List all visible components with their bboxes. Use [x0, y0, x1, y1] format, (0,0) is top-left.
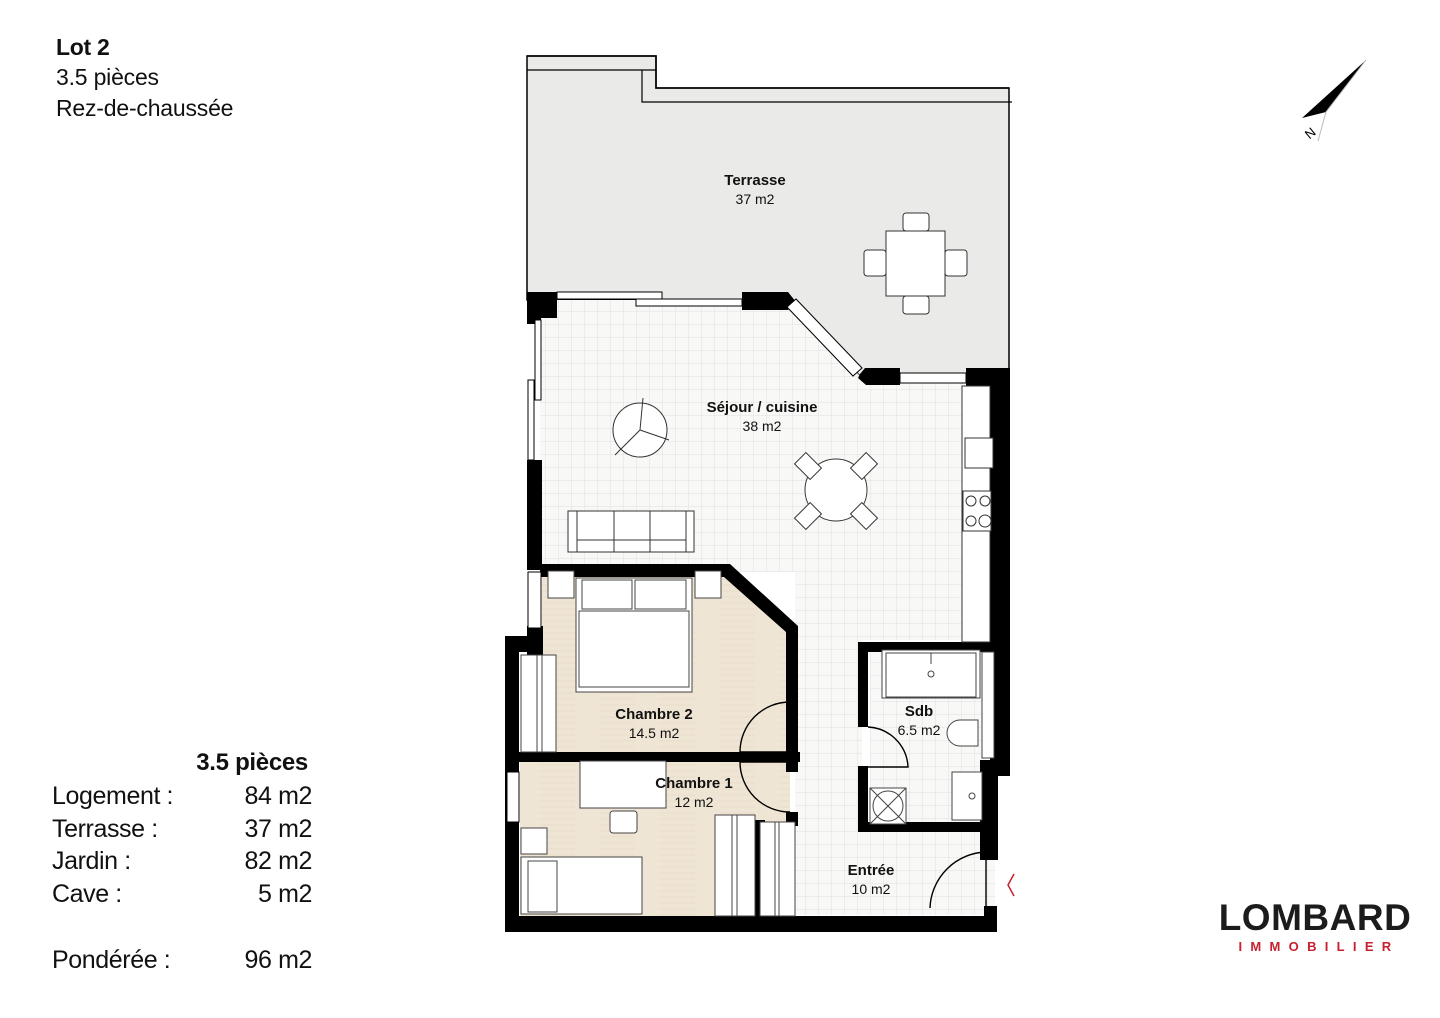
summary-value: 82 m2	[244, 847, 313, 875]
terrace-table-icon	[863, 212, 968, 315]
lombard-logo: LOMBARD IMMOBILIER	[1210, 898, 1420, 956]
kitchen-counter	[961, 385, 994, 643]
bathroom-fixtures	[867, 649, 995, 825]
room-area-sejour: 38 m2	[743, 418, 782, 434]
room-name-sdb: Sdb	[905, 703, 933, 720]
room-name-sejour: Séjour / cuisine	[707, 399, 818, 416]
north-arrow-icon: N	[1302, 59, 1367, 142]
logo-sub: IMMOBILIER	[1238, 939, 1400, 954]
room-name-chambre2: Chambre 2	[615, 706, 693, 723]
summary-label: Cave :	[52, 879, 122, 908]
lot-header: Lot 2 3.5 pièces Rez-de-chaussée	[56, 32, 233, 124]
room-name-chambre1: Chambre 1	[655, 775, 733, 792]
room-area-terrasse: 37 m2	[736, 191, 775, 207]
lot-rooms: 3.5 pièces	[56, 64, 159, 90]
summary-row-terrasse: Terrasse : 37 m2	[52, 813, 312, 846]
lot-floor: Rez-de-chaussée	[56, 95, 234, 121]
summary-label: Logement :	[52, 782, 174, 810]
chambre1-furniture	[520, 760, 796, 917]
logo-brand: LOMBARD	[1218, 897, 1412, 938]
room-area-entree: 10 m2	[852, 881, 891, 897]
summary-title: 3.5 pièces	[196, 749, 308, 776]
summary-label: Terrasse :	[52, 814, 158, 843]
entrance-door	[929, 851, 1015, 909]
room-name-terrasse: Terrasse	[724, 172, 785, 189]
room-area-sdb: 6.5 m2	[898, 722, 941, 738]
area-summary: 3.5 pièces Logement : 84 m2 Terrasse : 3…	[52, 746, 312, 977]
summary-value: 37 m2	[244, 814, 313, 843]
summary-label: Pondérée :	[52, 946, 171, 974]
summary-value: 5 m2	[258, 879, 312, 908]
room-name-entree: Entrée	[848, 862, 895, 879]
summary-value: 96 m2	[244, 946, 313, 974]
room-area-chambre2: 14.5 m2	[629, 725, 680, 741]
summary-row-ponderee: Pondérée : 96 m2	[52, 944, 312, 977]
summary-label: Jardin :	[52, 847, 131, 875]
chambre2-furniture	[520, 570, 791, 753]
summary-row-cave: Cave : 5 m2	[52, 878, 312, 911]
summary-row-logement: Logement : 84 m2	[52, 780, 312, 813]
walls	[505, 292, 1010, 932]
entrance-marker-icon	[1007, 873, 1015, 897]
lot-title: Lot 2	[56, 34, 110, 60]
windows	[506, 291, 967, 823]
room-area-chambre1: 12 m2	[675, 794, 714, 810]
summary-value: 84 m2	[244, 782, 313, 810]
summary-row-jardin: Jardin : 82 m2	[52, 845, 312, 878]
living-furniture	[567, 397, 879, 553]
